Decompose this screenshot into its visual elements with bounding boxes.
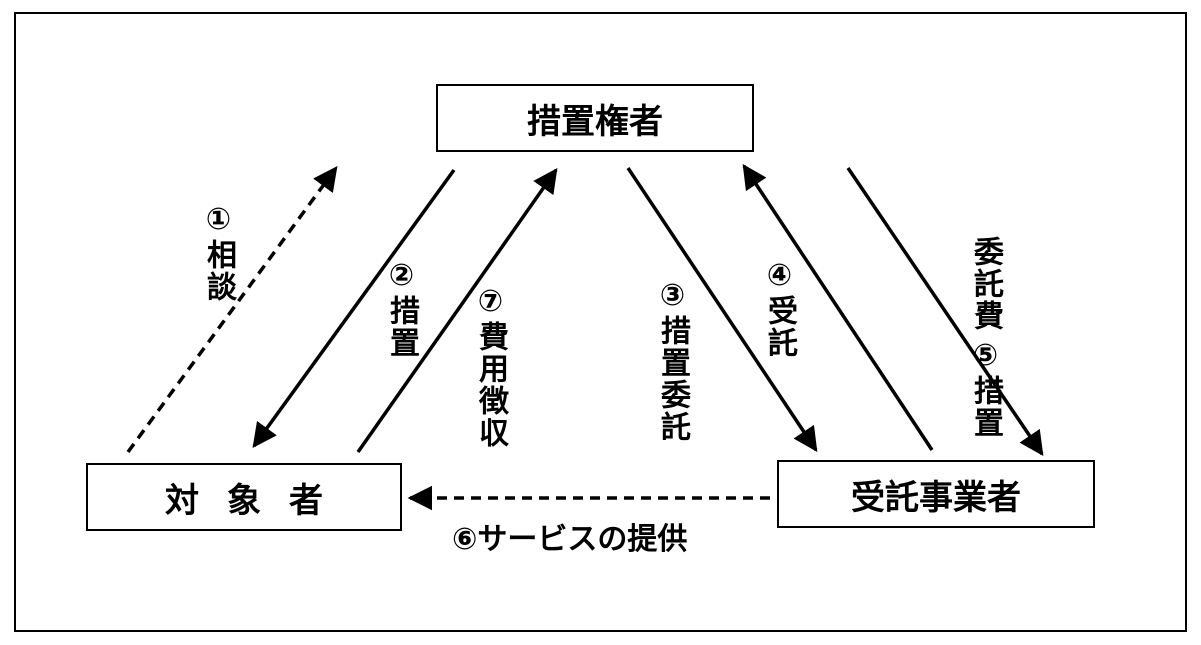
label-commission-fee: ⑤措置 委託費: [968, 202, 1003, 439]
arrow-measure: [252, 168, 456, 448]
label-consultation: ①相談: [201, 202, 236, 303]
node-subject: 対象者: [86, 463, 402, 531]
node-authority: 措置権者: [436, 84, 754, 152]
arrow-measure-commission: [626, 167, 818, 453]
label-fee-collection: ⑦費用徴収: [473, 284, 508, 449]
arrow-fee-collection: [356, 167, 558, 454]
arrow-commission-fee: [846, 167, 1044, 457]
arrow-acceptance: [742, 163, 934, 451]
node-contractor-label: 受託事業者: [851, 477, 1021, 518]
label-commission-fee-line2: 委託費: [968, 236, 1003, 332]
label-commission-fee-line1: ⑤措置: [968, 338, 1003, 439]
label-measure: ②措置: [384, 258, 419, 359]
node-subject-label: 対象者: [165, 480, 351, 521]
diagram-frame: [14, 12, 1187, 632]
label-measure-commission: ③措置委託: [655, 278, 690, 443]
label-service-provision: ⑥サービスの提供: [452, 522, 688, 557]
node-contractor: 受託事業者: [777, 460, 1095, 528]
label-acceptance: ④受託: [762, 258, 797, 359]
node-authority-label: 措置権者: [527, 101, 663, 142]
arrow-consultation: [126, 166, 338, 454]
